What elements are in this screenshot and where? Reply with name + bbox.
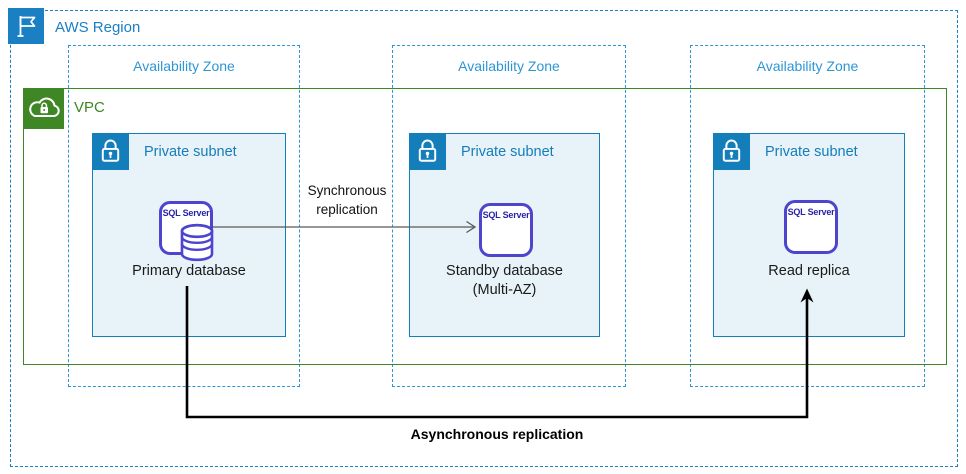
lock-icon	[409, 133, 446, 170]
availability-zone-label: Availability Zone	[756, 58, 859, 74]
node-label-read-replica: Read replica	[768, 263, 850, 279]
private-subnet-label: Private subnet	[765, 144, 858, 160]
sql-server-icon: SQL Server	[159, 201, 214, 262]
sql-server-icon: SQL Server	[784, 200, 838, 254]
synchronous-replication-label-line1: Synchronous	[307, 183, 387, 198]
synchronous-replication-label-line2: replication	[316, 202, 378, 218]
sql-server-icon-label: SQL Server	[482, 210, 530, 220]
aws-region-flag-icon	[8, 8, 44, 44]
database-cylinder-icon	[180, 223, 214, 262]
lock-icon	[713, 133, 750, 170]
vpc-cloud-lock-icon	[24, 89, 64, 129]
sql-server-icon-label: SQL Server	[787, 207, 835, 217]
vpc-label: VPC	[74, 99, 105, 116]
sql-server-icon: SQL Server	[479, 203, 533, 257]
asynchronous-replication-label: Asynchronous replication	[410, 426, 584, 442]
private-subnet-label: Private subnet	[461, 144, 554, 160]
aws-region-container	[10, 10, 958, 467]
sql-server-icon-label: SQL Server	[162, 208, 210, 218]
private-subnet-1: Private subnet SQL Server Primary databa…	[92, 133, 286, 337]
availability-zone-1: Availability Zone	[68, 45, 300, 387]
node-sublabel-multi-az: (Multi-AZ)	[472, 282, 537, 298]
availability-zone-label: Availability Zone	[133, 58, 235, 74]
node-label-primary-database: Primary database	[132, 263, 246, 279]
private-subnet-label: Private subnet	[144, 144, 237, 160]
aws-region-label: AWS Region	[55, 19, 141, 36]
synchronous-replication-label: Synchronous replication	[257, 181, 437, 219]
node-label-standby-database: Standby database	[446, 263, 563, 279]
availability-zone-label: Availability Zone	[458, 58, 560, 74]
lock-icon	[92, 133, 129, 170]
private-subnet-2: Private subnet SQL Server Standby databa…	[409, 133, 600, 337]
private-subnet-3: Private subnet SQL Server Read replica	[713, 133, 905, 337]
